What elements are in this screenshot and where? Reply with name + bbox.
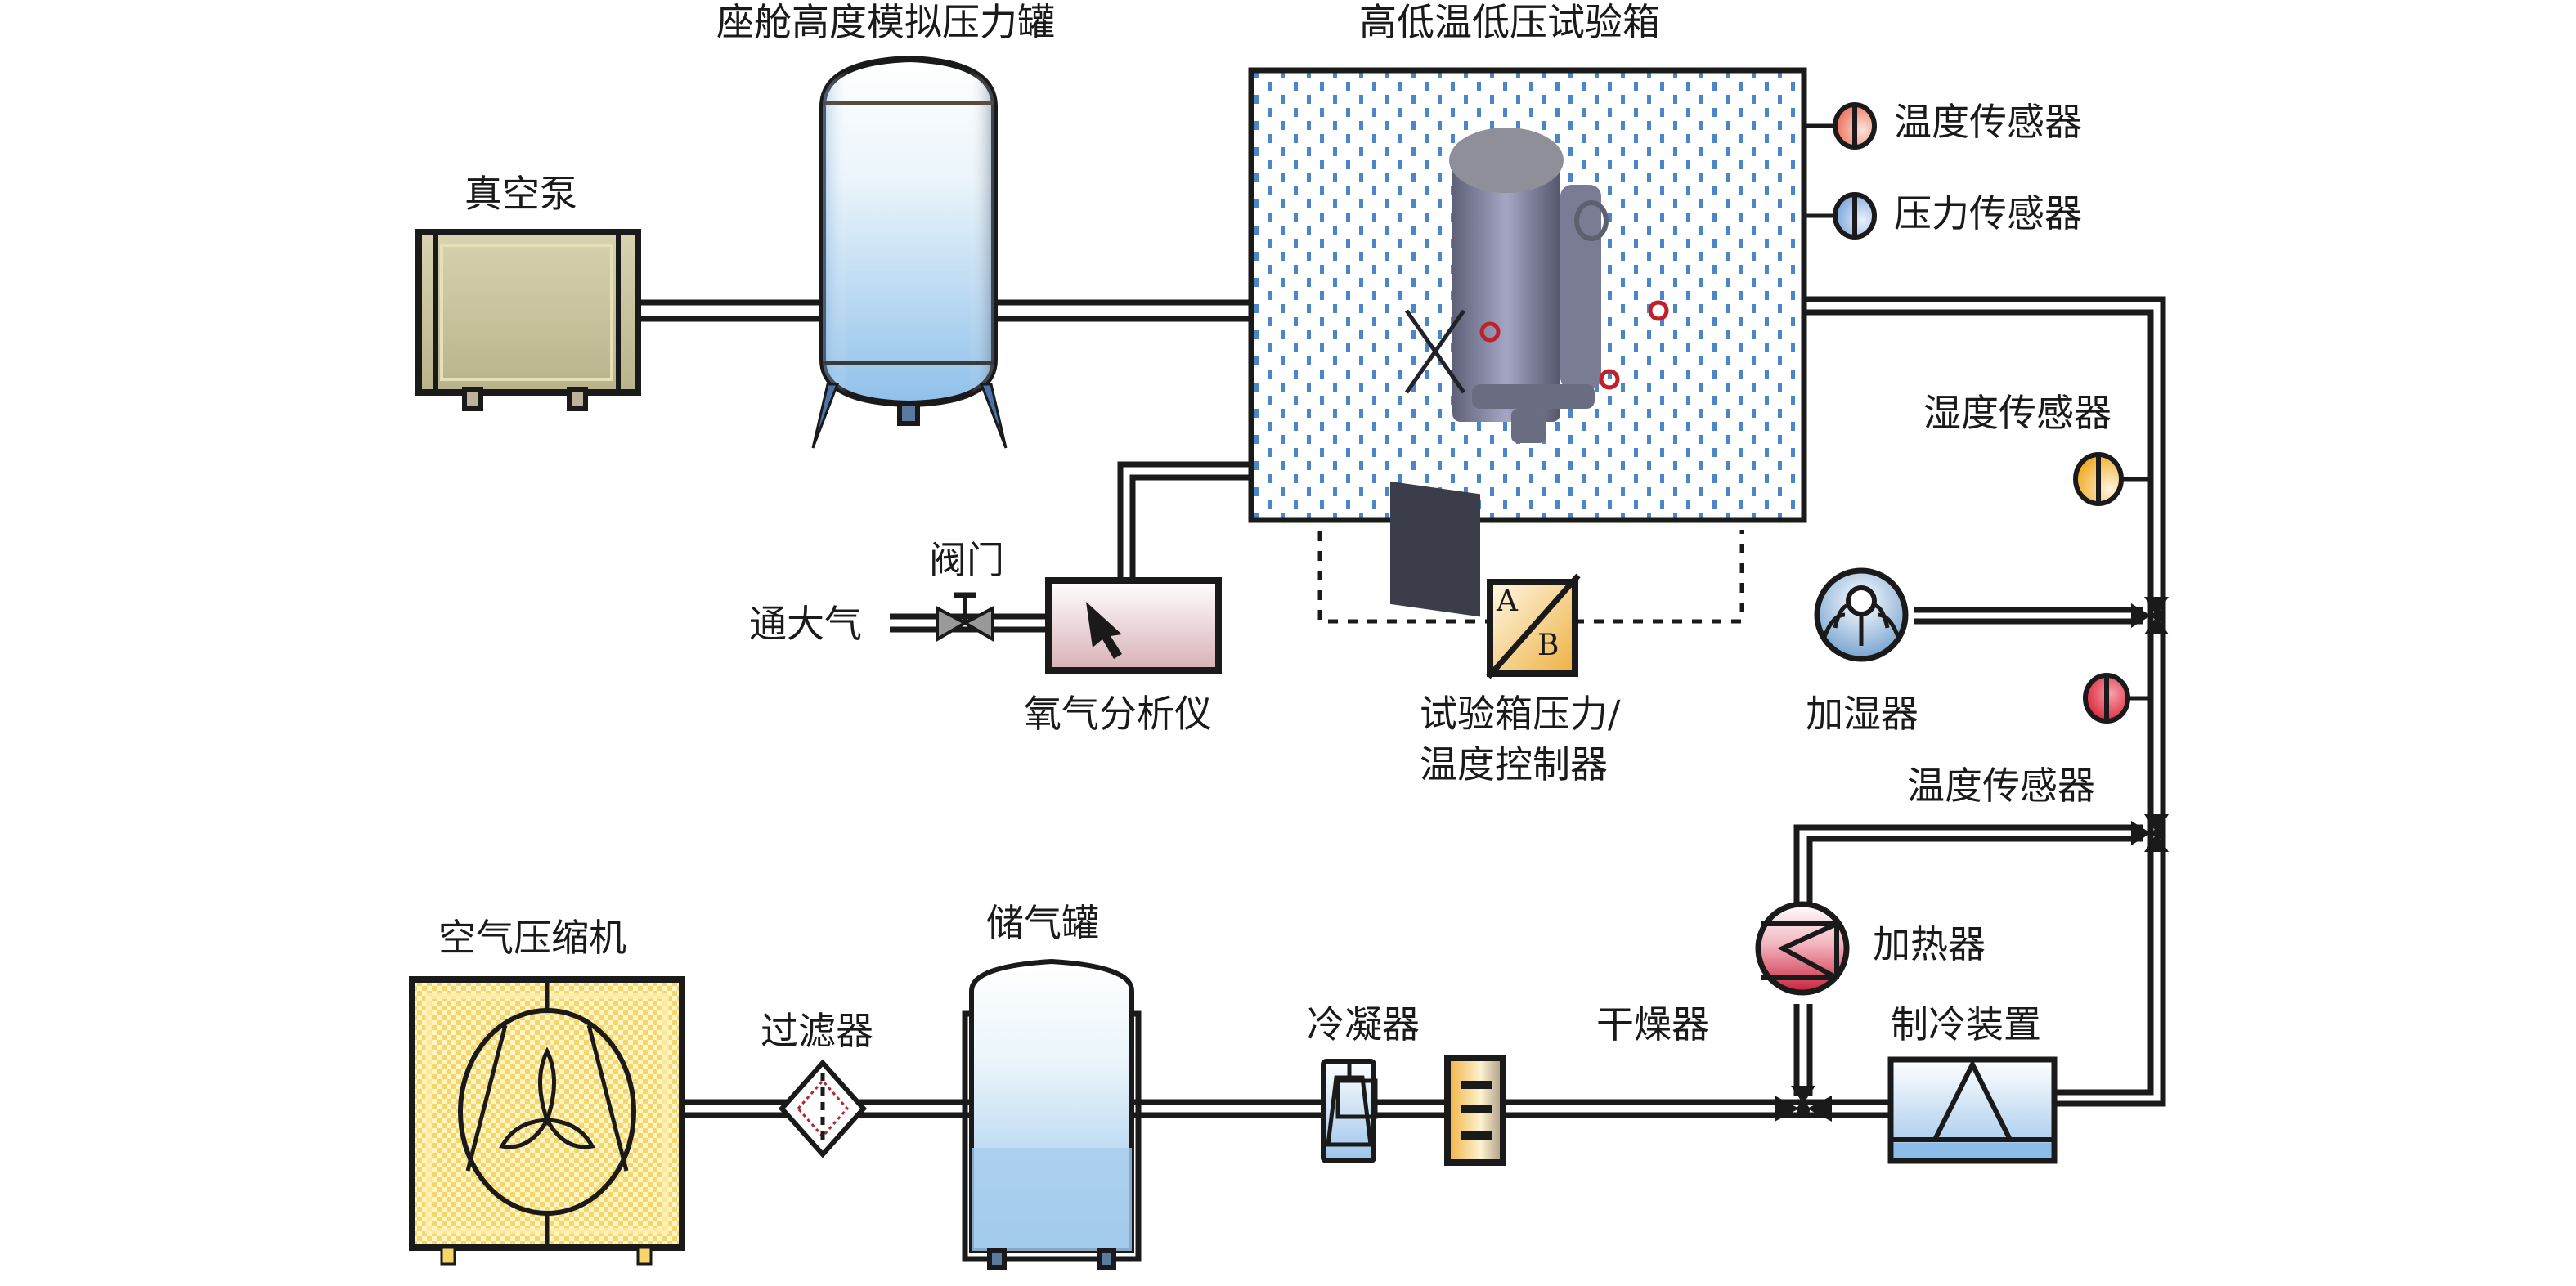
label-heater: 加热器 bbox=[1873, 922, 1986, 966]
label-controller-a: A bbox=[1497, 585, 1518, 618]
label-filter: 过滤器 bbox=[761, 1009, 873, 1053]
label-test-chamber: 高低温低压试验箱 bbox=[1359, 0, 1660, 44]
label-condenser: 冷凝器 bbox=[1307, 1002, 1420, 1046]
label-chamber-temperature-sensor: 温度传感器 bbox=[1894, 100, 2082, 144]
label-atmosphere: 通大气 bbox=[749, 602, 862, 646]
check-valve-upper bbox=[2144, 597, 2169, 634]
vacuum-pump bbox=[415, 229, 641, 411]
label-chamber-pressure-sensor: 压力传感器 bbox=[1894, 191, 2082, 235]
refrigeration-unit bbox=[1887, 1056, 2058, 1164]
label-air-compressor: 空气压缩机 bbox=[438, 916, 626, 960]
label-refrigeration-unit: 制冷装置 bbox=[1891, 1002, 2041, 1046]
test-specimen-motor bbox=[1390, 128, 1669, 617]
pipe-heater-in bbox=[1793, 821, 2151, 924]
humidity-sensor bbox=[2073, 452, 2151, 506]
cabin-altitude-tank bbox=[811, 55, 1008, 449]
port-ring bbox=[1479, 321, 1501, 343]
pipe-chamber-to-right-loop bbox=[1660, 296, 2166, 1107]
humidifier bbox=[1814, 567, 1909, 662]
label-controller-line1: 试验箱压力/ bbox=[1420, 692, 1621, 736]
label-valve: 阀门 bbox=[929, 538, 1004, 582]
label-humidity-sensor: 湿度传感器 bbox=[1923, 391, 2112, 435]
label-controller-b: B bbox=[1537, 629, 1560, 662]
label-controller-line2: 温度控制器 bbox=[1420, 742, 1608, 786]
pipe-heater-out bbox=[1791, 1004, 1815, 1104]
condenser bbox=[1321, 1059, 1378, 1163]
chamber-temperature-sensor bbox=[1804, 102, 1877, 150]
pipe-main-bottom bbox=[675, 1099, 1897, 1118]
port-ring bbox=[1648, 300, 1669, 321]
check-valve-lower bbox=[2144, 814, 2169, 852]
label-vacuum-pump: 真空泵 bbox=[464, 172, 577, 216]
oxygen-analyzer bbox=[1045, 577, 1222, 674]
heater bbox=[1755, 901, 1850, 996]
line-temperature-sensor bbox=[2083, 673, 2151, 724]
label-oxygen-analyzer: 氧气分析仪 bbox=[1024, 692, 1212, 736]
pipe-humidifier-in bbox=[1914, 603, 2151, 628]
label-dryer: 干燥器 bbox=[1596, 1002, 1709, 1046]
label-cabin-altitude-tank: 座舱高度模拟压力罐 bbox=[716, 0, 1055, 44]
air-compressor bbox=[409, 976, 685, 1266]
filter bbox=[778, 1059, 868, 1158]
pipe-vacuum-to-tank bbox=[638, 299, 826, 322]
label-humidifier: 加湿器 bbox=[1806, 692, 1919, 736]
dryer bbox=[1444, 1055, 1506, 1166]
storage-tank bbox=[962, 958, 1142, 1270]
chamber-pressure-sensor bbox=[1804, 192, 1877, 240]
port-ring bbox=[1599, 369, 1620, 390]
manual-valve bbox=[936, 592, 994, 643]
pipe-atmosphere-valve bbox=[890, 613, 1047, 633]
label-storage-tank: 储气罐 bbox=[986, 901, 1099, 945]
pressure-temperature-controller bbox=[1486, 573, 1581, 679]
three-way-valve bbox=[1775, 1096, 1832, 1122]
label-line-temperature-sensor: 温度传感器 bbox=[1907, 764, 2095, 808]
